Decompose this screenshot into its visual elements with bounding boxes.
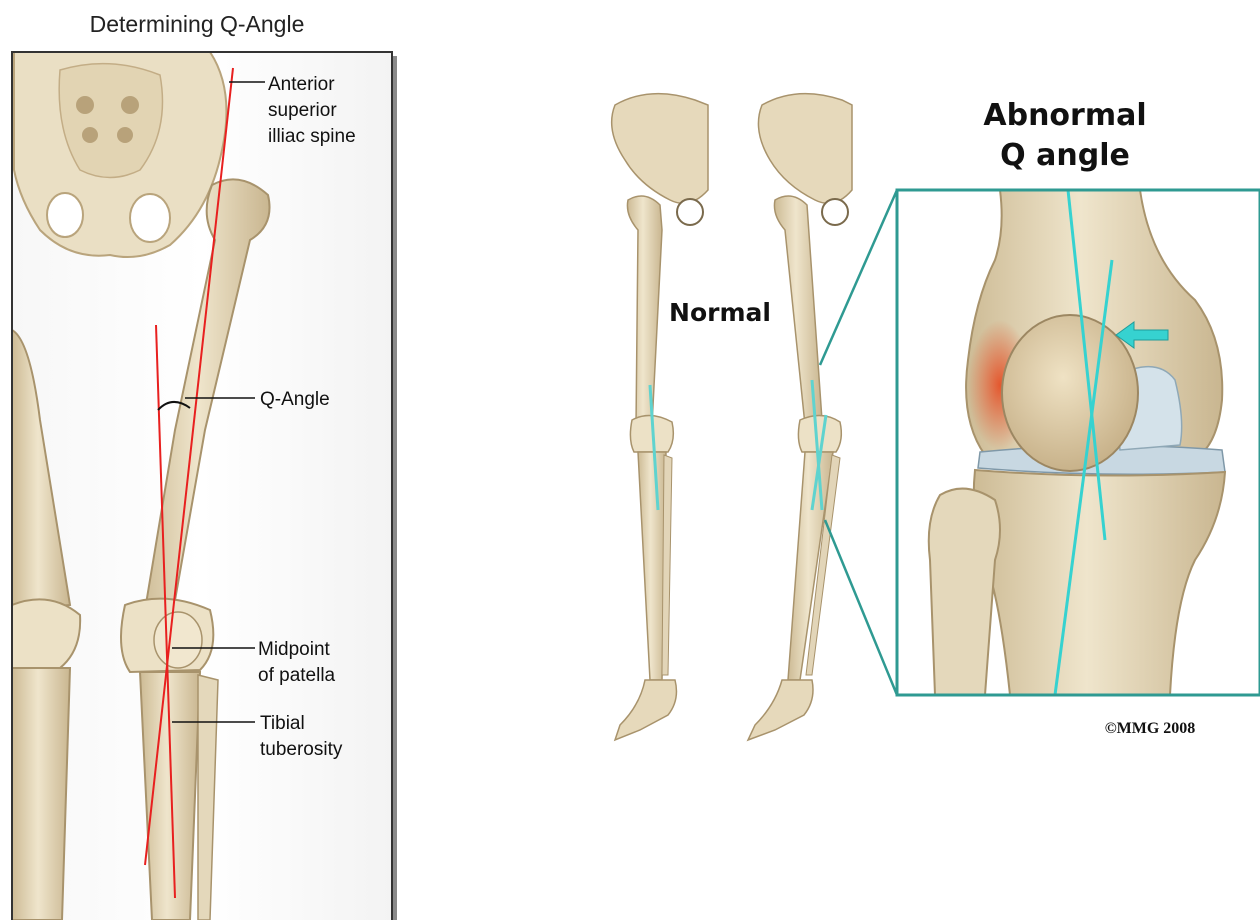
label-tibial-line1: Tibial xyxy=(260,713,305,734)
normal-hip-bone xyxy=(612,94,708,204)
normal-obturator xyxy=(677,199,703,225)
sacral-foramen xyxy=(82,127,98,143)
patella xyxy=(154,612,202,668)
abnormal-foot xyxy=(748,680,813,740)
abnormal-leg-skeleton xyxy=(748,94,852,740)
abnormal-hip-bone xyxy=(758,94,852,204)
closeup-patella xyxy=(1002,315,1138,471)
opposite-tibia xyxy=(12,668,70,920)
knee-closeup xyxy=(897,190,1260,695)
sacrum xyxy=(59,64,162,178)
normal-leg-skeleton xyxy=(612,94,708,740)
label-patella-line2: of patella xyxy=(258,665,336,686)
sacral-foramen xyxy=(121,96,139,114)
normal-femur xyxy=(627,196,662,425)
normal-label: Normal xyxy=(669,298,771,327)
normal-foot xyxy=(615,680,676,740)
abnormal-label-line2: Q angle xyxy=(1000,138,1130,173)
left-figure-shadow xyxy=(393,56,397,920)
label-asis-line3: illiac spine xyxy=(268,126,356,147)
label-tibial-line2: tuberosity xyxy=(260,739,343,760)
left-panel-title: Determining Q-Angle xyxy=(90,11,305,37)
left-figure xyxy=(12,52,397,920)
label-patella-line1: Midpoint xyxy=(258,639,331,660)
abnormal-label-line1: Abnormal xyxy=(983,98,1146,133)
label-asis-line1: Anterior xyxy=(268,74,335,95)
opposite-knee xyxy=(12,599,80,668)
abnormal-femur xyxy=(774,196,822,425)
label-asis-line2: superior xyxy=(268,100,337,121)
normal-fibula xyxy=(662,455,672,675)
sacral-foramen xyxy=(117,127,133,143)
zoom-connector-bottom xyxy=(825,520,897,695)
obturator-foramen xyxy=(47,193,83,237)
label-q-angle: Q-Angle xyxy=(260,389,330,410)
abnormal-obturator xyxy=(822,199,848,225)
obturator-foramen xyxy=(130,194,170,242)
sacral-foramen xyxy=(76,96,94,114)
copyright-text: ©MMG 2008 xyxy=(1105,720,1196,737)
